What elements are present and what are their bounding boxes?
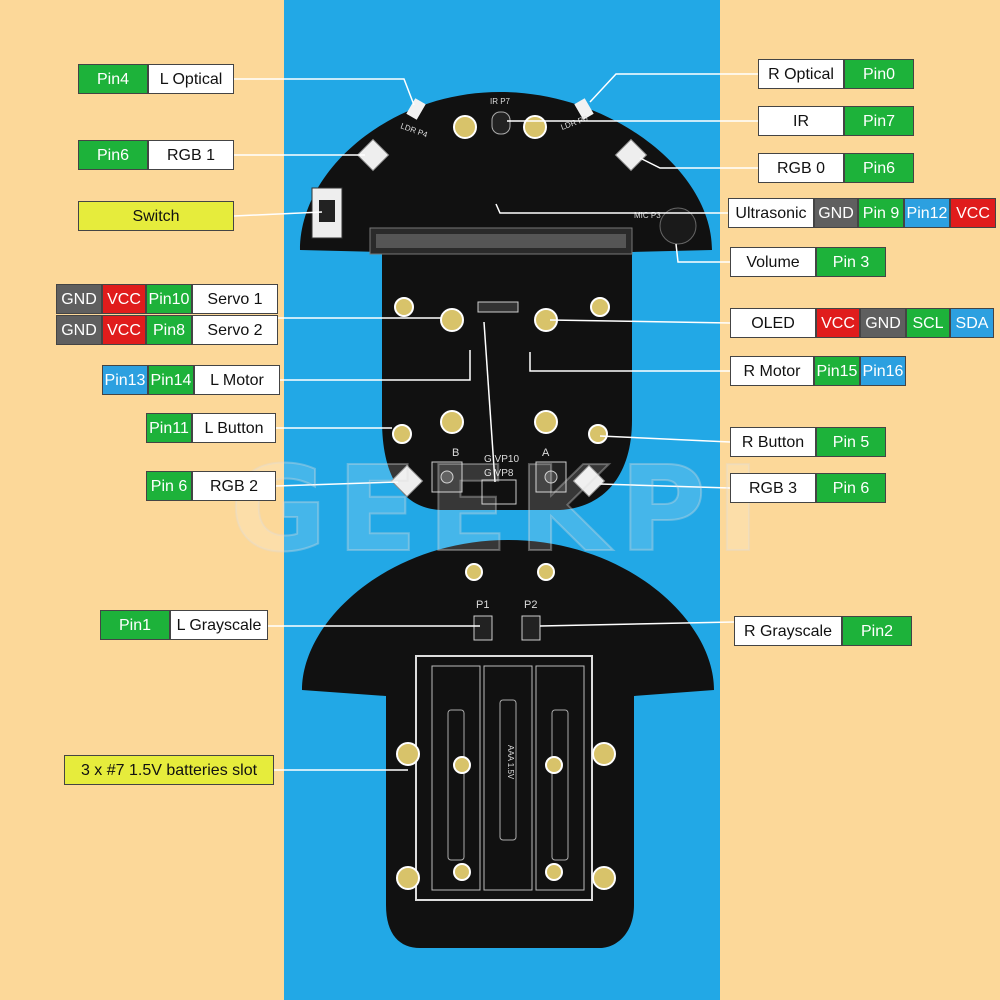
vcc-badge: VCC: [816, 308, 860, 338]
callout-ir: IR Pin7: [758, 106, 914, 136]
vcc-badge: VCC: [102, 315, 146, 345]
gnd-badge: GND: [56, 315, 102, 345]
callout-l-optical: Pin4 L Optical: [78, 64, 234, 94]
callout-servo1: GND VCC Pin10 Servo 1: [56, 284, 278, 314]
callout-rgb1: Pin6 RGB 1: [78, 140, 234, 170]
callout-label: R Motor: [730, 356, 814, 386]
silk-b: B: [452, 447, 459, 459]
ir-receiver: [491, 111, 511, 135]
pin-badge: Pin15: [814, 356, 860, 386]
buttons: [431, 461, 567, 493]
callout-label: L Button: [192, 413, 276, 443]
silk-p2: P2: [524, 599, 537, 611]
top-board-pcb: [300, 92, 712, 510]
vcc-badge: VCC: [102, 284, 146, 314]
callout-label: R Button: [730, 427, 816, 457]
callout-label: Servo 2: [192, 315, 278, 345]
callout-label: RGB 3: [730, 473, 816, 503]
callout-label: R Grayscale: [734, 616, 842, 646]
callout-volume: Volume Pin 3: [730, 247, 886, 277]
callout-label: 3 x #7 1.5V batteries slot: [64, 755, 274, 785]
gnd-badge: GND: [814, 198, 858, 228]
pin-badge: Pin4: [78, 64, 148, 94]
pin-badge: Pin0: [844, 59, 914, 89]
pin-badge: Pin 6: [146, 471, 192, 501]
callout-r-button: R Button Pin 5: [730, 427, 886, 457]
callout-ultrasonic: Ultrasonic GND Pin 9 Pin12 VCC: [728, 198, 996, 228]
battery-frame: [415, 655, 593, 901]
callout-label: RGB 2: [192, 471, 276, 501]
servo-header: [481, 479, 517, 505]
battery-slot-3: [535, 665, 585, 891]
callout-l-grayscale: Pin1 L Grayscale: [100, 610, 268, 640]
sda-badge: SDA: [950, 308, 994, 338]
callout-rgb2: Pin 6 RGB 2: [146, 471, 276, 501]
pin-badge: Pin10: [146, 284, 192, 314]
pin-badge: Pin8: [146, 315, 192, 345]
silk-mic-p3: MIC P3: [634, 211, 661, 220]
pin-badge: Pin 5: [816, 427, 886, 457]
pin-badge: Pin 9: [858, 198, 904, 228]
callout-batteries: 3 x #7 1.5V batteries slot: [64, 755, 274, 785]
callout-l-motor: Pin13 Pin14 L Motor: [102, 365, 280, 395]
callout-switch: Switch: [78, 201, 234, 231]
leader-lines: [233, 73, 758, 771]
callout-label: Volume: [730, 247, 816, 277]
pin-badge: Pin16: [860, 356, 906, 386]
mic-element: [659, 207, 697, 245]
grayscale-right-sensor: [521, 615, 541, 641]
callout-label: RGB 0: [758, 153, 844, 183]
callout-rgb0: RGB 0 Pin6: [758, 153, 914, 183]
callout-label: Ultrasonic: [728, 198, 814, 228]
pin-badge: Pin 3: [816, 247, 886, 277]
pin-badge: Pin7: [844, 106, 914, 136]
callout-label: Servo 1: [192, 284, 278, 314]
callout-l-button: Pin11 L Button: [146, 413, 276, 443]
pin-badge: Pin6: [78, 140, 148, 170]
mounting-holes: [392, 115, 616, 890]
vcc-badge: VCC: [950, 198, 996, 228]
callout-rgb3: RGB 3 Pin 6: [730, 473, 886, 503]
callout-r-optical: R Optical Pin0: [758, 59, 914, 89]
battery-slot-1: [431, 665, 481, 891]
silk-p1: P1: [476, 599, 489, 611]
callout-label: OLED: [730, 308, 816, 338]
pin-badge: Pin11: [146, 413, 192, 443]
callout-label: Switch: [78, 201, 234, 231]
silk-gp10: G VP10: [484, 454, 519, 465]
oled-header: [477, 301, 519, 313]
callout-label: R Optical: [758, 59, 844, 89]
silk-a: A: [542, 447, 550, 459]
pin-badge: Pin 6: [816, 473, 886, 503]
gnd-badge: GND: [860, 308, 906, 338]
pin-badge: Pin14: [148, 365, 194, 395]
silk-ir-p7: IR P7: [490, 97, 511, 106]
scl-badge: SCL: [906, 308, 950, 338]
callout-oled: OLED VCC GND SCL SDA: [730, 308, 994, 338]
pin-badge: Pin12: [904, 198, 950, 228]
callout-label: L Motor: [194, 365, 280, 395]
callout-label: L Optical: [148, 64, 234, 94]
silk-aaa: AAA 1.5V: [506, 745, 515, 780]
callout-servo2: GND VCC Pin8 Servo 2: [56, 315, 278, 345]
callout-r-motor: R Motor Pin15 Pin16: [730, 356, 906, 386]
callout-label: L Grayscale: [170, 610, 268, 640]
rgb-leds: [356, 138, 648, 498]
bottom-board-pcb: [302, 540, 714, 948]
battery-slot-2: [483, 665, 533, 891]
callout-r-grayscale: R Grayscale Pin2: [734, 616, 912, 646]
pin-badge: Pin1: [100, 610, 170, 640]
pin-badge: Pin6: [844, 153, 914, 183]
callout-label: IR: [758, 106, 844, 136]
grayscale-left-sensor: [473, 615, 493, 641]
silk-gp8: G VP8: [484, 468, 514, 479]
gnd-badge: GND: [56, 284, 102, 314]
callout-label: RGB 1: [148, 140, 234, 170]
pin-badge: Pin2: [842, 616, 912, 646]
pin-badge: Pin13: [102, 365, 148, 395]
